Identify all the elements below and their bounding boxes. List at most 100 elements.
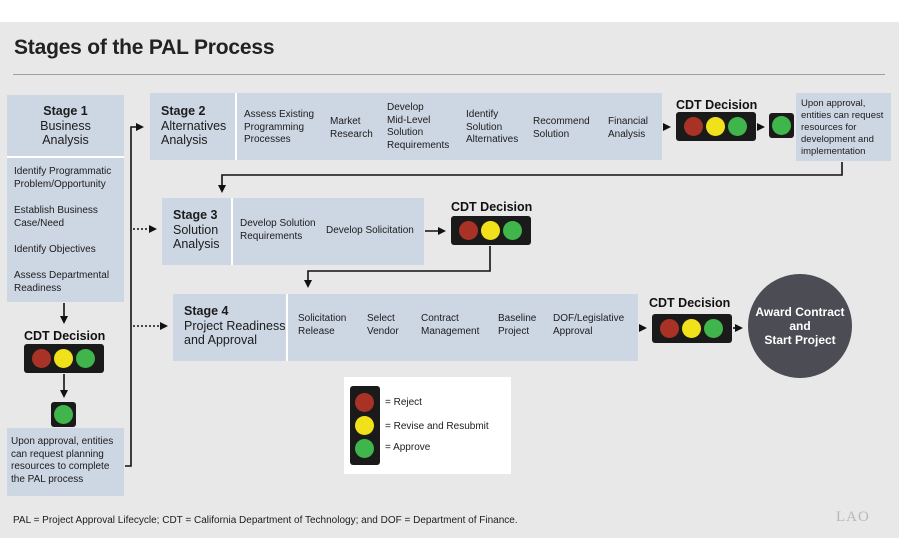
award-contract-circle: Award Contract and Start Project	[748, 274, 852, 378]
award-line: Start Project	[764, 333, 836, 347]
award-line: Award Contract	[755, 305, 845, 319]
stage1-traffic-light	[24, 344, 104, 373]
stage2-divider	[235, 93, 237, 160]
stage1-item-text: Establish Business	[14, 205, 98, 216]
stage2-name-line1: Alternatives	[161, 118, 227, 133]
step-text: Assess Existing	[244, 109, 315, 120]
stage1-note-box	[7, 428, 124, 496]
reject-light-icon	[660, 319, 679, 338]
stage2-approve-light	[769, 113, 794, 138]
revise-light-icon	[355, 416, 374, 435]
stage2-name-line2: Analysis	[161, 133, 208, 147]
stage1-item-text: Identify Objectives	[14, 244, 96, 255]
title-rule	[13, 74, 885, 75]
arrow-stage3-to-stage4	[304, 246, 491, 288]
approve-light-icon	[728, 117, 747, 136]
stage2-step: Assess Existing Programming Processes	[244, 109, 314, 147]
stage2-step: Recommend Solution	[533, 116, 590, 141]
stage3-step: Develop Solution Requirements	[240, 218, 316, 243]
step-text: Analysis	[608, 128, 646, 140]
stage3-header: Stage 3 Solution Analysis	[173, 208, 220, 252]
stage2-step: Market Research	[330, 116, 373, 141]
step-text: Recommend	[533, 116, 590, 127]
note-line: can request planning	[11, 448, 104, 460]
stage4-step: DOF/Legislative Approval	[553, 313, 624, 338]
approve-light-icon	[54, 405, 73, 424]
revise-light-icon	[481, 221, 500, 240]
legend-box: = Reject = Revise and Resubmit = Approve	[344, 377, 511, 474]
stage2-cdt-label: CDT Decision	[676, 98, 758, 112]
step-text: Research	[330, 128, 373, 140]
stage4-traffic-light	[652, 314, 732, 343]
stage1-name-line1: Business	[40, 118, 91, 133]
note-line: development and	[801, 134, 874, 145]
approve-light-icon	[355, 439, 374, 458]
step-text: Solution	[533, 128, 570, 140]
award-text: Award Contract and Start Project	[755, 305, 844, 347]
legend-revise-label: = Revise and Resubmit	[385, 421, 489, 432]
legend-approve-label: = Approve	[385, 442, 431, 453]
stage3-box	[162, 198, 424, 265]
step-text: Management	[421, 325, 480, 337]
step-text: Approval	[553, 325, 593, 337]
step-text: Baseline	[498, 313, 537, 324]
legend-traffic-light	[350, 386, 380, 465]
stage3-step: Develop Solicitation	[326, 225, 414, 238]
stage1-item: Identify Objectives	[14, 244, 96, 257]
stage4-divider	[286, 294, 288, 361]
stage4-step: Contract Management	[421, 313, 479, 338]
step-text: Market	[330, 116, 361, 127]
stage3-name-line2: Analysis	[173, 237, 220, 251]
stage4-header: Stage 4 Project Readiness and Approval	[184, 304, 285, 348]
step-text: Develop Solicitation	[326, 225, 414, 236]
stage4-label: Stage 4	[184, 304, 229, 318]
stage4-name-line2: and Approval	[184, 333, 257, 347]
approve-light-icon	[704, 319, 723, 338]
stage4-box	[173, 294, 638, 361]
step-text: Contract	[421, 313, 459, 324]
step-text: DOF/Legislative	[553, 313, 625, 324]
stage4-step: Solicitation Release	[298, 313, 346, 338]
stage4-cdt-label: CDT Decision	[649, 296, 731, 310]
legend-reject-label: = Reject	[385, 397, 422, 408]
step-text: Requirements	[240, 230, 303, 242]
stage2-label: Stage 2	[161, 104, 206, 118]
step-text: Financial	[608, 116, 649, 127]
step-text: Programming	[244, 121, 305, 133]
stage2-step: Financial Analysis	[608, 116, 648, 141]
stage1-divider	[7, 156, 124, 158]
step-text: Requirements	[387, 139, 450, 151]
revise-light-icon	[682, 319, 701, 338]
stage1-box	[7, 95, 124, 302]
lao-logo: LAO	[836, 509, 870, 525]
stage3-name-line1: Solution	[173, 222, 219, 237]
note-line: resources to complete	[11, 461, 110, 472]
step-text: Develop Solution	[240, 218, 316, 229]
step-text: Identify	[466, 109, 499, 120]
note-line: the PAL process	[11, 473, 84, 485]
reject-light-icon	[684, 117, 703, 136]
step-text: Mid-Level	[387, 114, 431, 126]
stage4-step: Select Vendor	[367, 313, 399, 338]
stage1-note: Upon approval, entities can request plan…	[11, 436, 113, 486]
stage2-note: Upon approval, entities can request reso…	[801, 98, 883, 158]
stage3-traffic-light	[451, 216, 531, 245]
approve-light-icon	[503, 221, 522, 240]
stage1-item-text: Case/Need	[14, 217, 65, 229]
footnote: PAL = Project Approval Lifecycle; CDT = …	[13, 515, 518, 526]
stage1-item-text: Assess Departmental	[14, 270, 110, 281]
stage1-item: Establish Business Case/Need	[14, 205, 98, 230]
step-text: Develop	[387, 102, 424, 113]
approve-light-icon	[76, 349, 95, 368]
stage2-step: Identify Solution Alternatives	[466, 109, 518, 147]
stage2-step: Develop Mid-Level Solution Requirements	[387, 102, 449, 152]
stage1-item: Identify Programmatic Problem/Opportunit…	[14, 166, 111, 191]
stage2-traffic-light	[676, 112, 756, 141]
approve-light-icon	[772, 116, 791, 135]
stage1-item: Assess Departmental Readiness	[14, 270, 109, 295]
step-text: Alternatives	[466, 134, 519, 145]
reject-light-icon	[355, 393, 374, 412]
stage3-divider	[231, 198, 233, 265]
